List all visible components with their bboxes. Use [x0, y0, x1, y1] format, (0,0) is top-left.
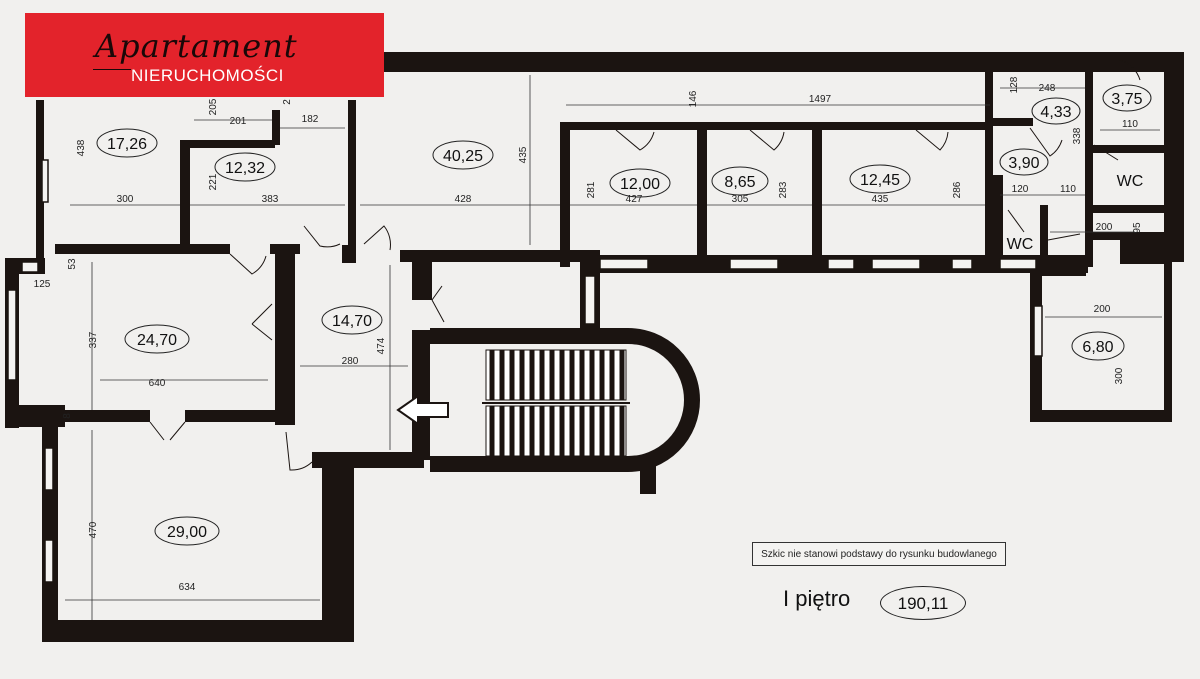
- room-area-label: 29,00: [167, 524, 207, 541]
- floor-label: I piętro: [783, 586, 851, 611]
- dimension-label: 470: [88, 521, 99, 538]
- dimension-label: 128: [1009, 76, 1020, 93]
- room-area-label: 12,45: [860, 172, 900, 189]
- dimension-label: 200: [1096, 222, 1113, 233]
- dimension-label: 634: [179, 582, 196, 593]
- disclaimer-note: Szkic nie stanowi podstawy do rysunku bu…: [752, 542, 1006, 566]
- room-area-label: 14,70: [332, 313, 372, 330]
- room-area-label: 24,70: [137, 332, 177, 349]
- dimension-label: 300: [1114, 367, 1125, 384]
- dimension-lines: [65, 75, 1162, 620]
- dimension-label: 8: [62, 413, 73, 419]
- dimension-label: 120: [1012, 184, 1029, 195]
- dimension-label: 1497: [809, 94, 832, 105]
- wc-label: WC: [1117, 173, 1144, 190]
- dimension-label: 200: [1094, 304, 1111, 315]
- dimension-label: 337: [88, 331, 99, 348]
- dimension-label: 95: [1132, 222, 1143, 234]
- dimension-label: 2: [282, 99, 293, 105]
- dimension-labels: 438 300 205 201 2 182 221 383 428 435 14…: [34, 76, 1143, 593]
- dimension-label: 281: [586, 181, 597, 198]
- dimension-label: 248: [1039, 83, 1056, 94]
- dimension-label: 110: [1060, 184, 1076, 195]
- dimension-label: 205: [208, 98, 219, 115]
- room-area-label: 8,65: [724, 174, 755, 191]
- dimension-label: 300: [117, 194, 134, 205]
- dimension-label: 428: [455, 194, 472, 205]
- entrance-arrow-icon: [396, 394, 449, 426]
- logo-script-text: Apartament: [95, 27, 298, 65]
- dimension-label: 53: [67, 258, 78, 270]
- area-ellipses: [96, 84, 1152, 546]
- dimension-label: 221: [208, 173, 219, 190]
- dimension-label: 110: [1122, 119, 1138, 130]
- dimension-label: 640: [149, 378, 166, 389]
- room-area-label: 3,90: [1008, 155, 1039, 172]
- dimension-label: 182: [302, 114, 319, 125]
- room-area-label: 17,26: [107, 136, 147, 153]
- room-area-label: 12,32: [225, 160, 265, 177]
- walls: [5, 52, 1184, 642]
- agency-logo: Apartament NIERUCHOMOŚCI: [25, 13, 384, 97]
- logo-subtitle: NIERUCHOMOŚCI: [131, 66, 284, 85]
- dimension-label: 125: [34, 279, 51, 290]
- dimension-label: 427: [626, 194, 643, 205]
- dimension-label: 435: [518, 146, 529, 163]
- dimension-label: 438: [76, 139, 87, 156]
- door-swings: [149, 59, 1141, 471]
- dimension-label: 338: [1072, 127, 1083, 144]
- dimension-label: 280: [342, 356, 359, 367]
- dimension-label: 201: [230, 116, 247, 127]
- logo-underline: [93, 69, 131, 70]
- total-area: 190,11: [880, 586, 966, 620]
- dimension-label: 146: [688, 90, 699, 107]
- stairwell: [396, 328, 700, 494]
- dimension-label: 283: [778, 181, 789, 198]
- room-area-label: 40,25: [443, 148, 483, 165]
- room-area-label: 6,80: [1082, 339, 1113, 356]
- dimension-label: 435: [872, 194, 889, 205]
- dimension-label: 383: [262, 194, 279, 205]
- dimension-label: 286: [952, 181, 963, 198]
- room-area-label: 4,33: [1040, 104, 1071, 121]
- room-areas: 17,26 12,32 40,25 12,00 8,65 12,45 3,90 …: [107, 91, 1143, 541]
- wc-label: WC: [1007, 236, 1034, 253]
- dimension-label: 474: [376, 337, 387, 354]
- dimension-label: 305: [732, 194, 749, 205]
- stair-treads: [489, 350, 625, 456]
- room-area-label: 3,75: [1111, 91, 1142, 108]
- windows: [7, 159, 1043, 583]
- room-area-label: 12,00: [620, 176, 660, 193]
